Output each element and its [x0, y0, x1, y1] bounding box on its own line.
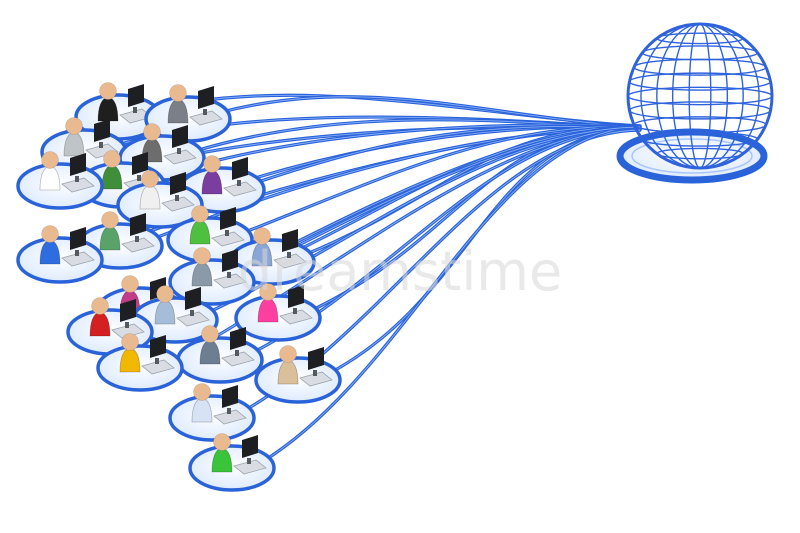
monitor-icon: [128, 84, 144, 107]
monitor-icon: [222, 249, 238, 272]
person-head: [193, 383, 211, 401]
station-ring: [254, 356, 342, 404]
person-head: [121, 333, 139, 351]
globe-longitude: [627, 23, 773, 169]
user-station: [228, 227, 316, 286]
monitor-stand: [75, 250, 79, 256]
user-station: [16, 151, 104, 210]
person-head: [141, 170, 159, 188]
station-ring: [168, 394, 256, 442]
user-stations: [16, 82, 342, 492]
monitor-icon: [70, 153, 86, 176]
monitor-icon: [130, 213, 146, 236]
monitor-stand: [225, 230, 229, 236]
monitor-icon: [120, 299, 136, 322]
monitor-stand: [293, 308, 297, 314]
user-station: [144, 84, 232, 143]
monitor-icon: [288, 285, 304, 308]
cable: [260, 124, 642, 464]
monitor-stand: [235, 350, 239, 356]
monitor-icon: [222, 385, 238, 408]
person-head: [253, 227, 271, 245]
person-head: [65, 117, 83, 135]
monitor-icon: [70, 227, 86, 250]
globe-latitude: [641, 45, 759, 61]
user-station: [234, 283, 322, 342]
monitor-icon: [132, 152, 148, 175]
monitor-stand: [247, 458, 251, 464]
monitor-icon: [220, 207, 236, 230]
monitor-stand: [99, 142, 103, 148]
user-station: [168, 383, 256, 442]
monitor-icon: [230, 327, 246, 350]
person-head: [191, 205, 209, 223]
user-station: [188, 433, 276, 492]
person-head: [41, 151, 59, 169]
person-head: [203, 155, 221, 173]
cable-highlight: [261, 125, 641, 463]
person-head: [99, 82, 117, 100]
station-ring: [16, 162, 104, 210]
monitor-stand: [313, 370, 317, 376]
monitor-icon: [198, 86, 214, 109]
station-ring: [16, 236, 104, 284]
monitor-stand: [203, 109, 207, 115]
person-head: [101, 211, 119, 229]
monitor-stand: [177, 148, 181, 154]
user-station: [176, 325, 264, 384]
person-head: [193, 247, 211, 265]
station-ring: [234, 294, 322, 342]
monitor-icon: [185, 287, 201, 310]
user-station: [66, 297, 154, 356]
monitor-stand: [75, 176, 79, 182]
monitor-stand: [175, 195, 179, 201]
monitor-stand: [155, 358, 159, 364]
person-head: [41, 225, 59, 243]
monitor-icon: [232, 157, 248, 180]
person-head: [213, 433, 231, 451]
monitor-icon: [94, 119, 110, 142]
user-station: [166, 205, 254, 264]
monitor-stand: [227, 272, 231, 278]
monitor-stand: [133, 107, 137, 113]
monitor-icon: [172, 125, 188, 148]
monitor-icon: [170, 172, 186, 195]
monitor-icon: [150, 335, 166, 358]
person-head: [121, 275, 139, 293]
station-ring: [96, 344, 184, 392]
person-head: [156, 285, 174, 303]
monitor-stand: [137, 175, 141, 181]
monitor-icon: [242, 435, 258, 458]
station-ring: [188, 444, 276, 492]
user-station: [131, 285, 219, 344]
person-head: [91, 297, 109, 315]
person-head: [103, 150, 121, 168]
cable-highlight: [217, 96, 641, 128]
monitor-icon: [308, 347, 324, 370]
cable-highlight: [239, 125, 641, 235]
monitor-stand: [190, 310, 194, 316]
monitor-stand: [237, 180, 241, 186]
person-head: [143, 123, 161, 141]
monitor-stand: [125, 322, 129, 328]
globe-icon: [626, 22, 774, 170]
monitor-icon: [282, 229, 298, 252]
monitor-stand: [227, 408, 231, 414]
user-station: [16, 225, 104, 284]
user-station: [96, 333, 184, 392]
person-head: [169, 84, 187, 102]
person-head: [201, 325, 219, 343]
user-station: [254, 345, 342, 404]
person-head: [259, 283, 277, 301]
monitor-stand: [287, 252, 291, 258]
monitor-stand: [135, 236, 139, 242]
person-head: [279, 345, 297, 363]
